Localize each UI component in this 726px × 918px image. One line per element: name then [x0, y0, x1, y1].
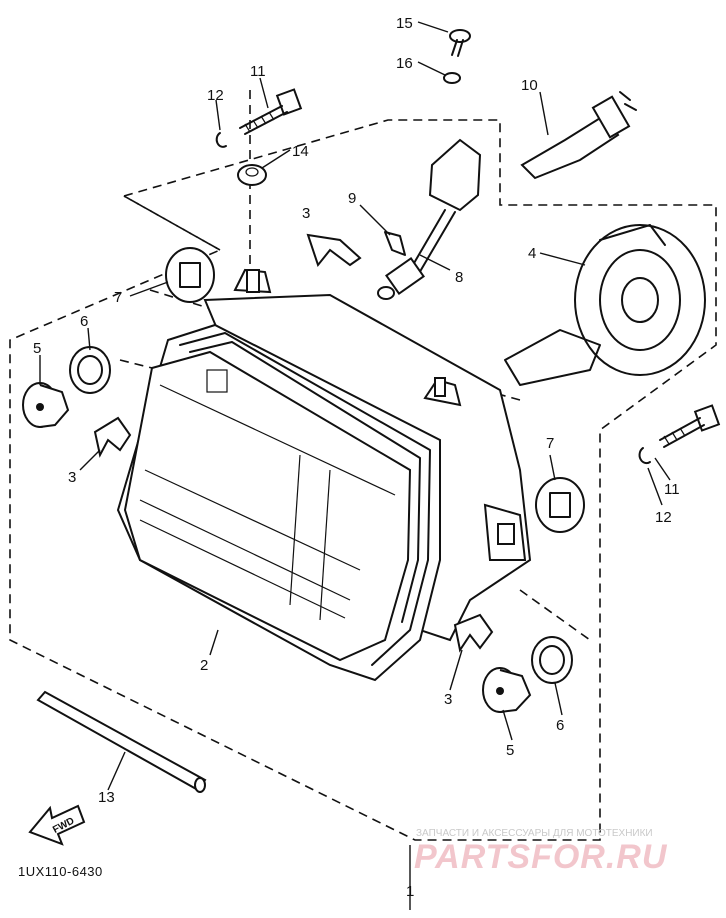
- grommet-part-14: [237, 164, 267, 186]
- callout-3-top: 3: [302, 205, 310, 222]
- nut-part-3-bottom: [453, 613, 494, 653]
- leader-lines: [39, 21, 671, 910]
- washer-part-12-top: [215, 132, 227, 148]
- rubber-part-6-bottom: [531, 636, 573, 684]
- damper-part-5-bottom: [482, 667, 532, 713]
- damper-part-7-top: [165, 247, 215, 303]
- callout-7-right: 7: [546, 435, 554, 452]
- bulb-part-10: [520, 91, 637, 180]
- callout-6-left: 6: [80, 313, 88, 330]
- callout-13: 13: [98, 789, 115, 806]
- callout-14: 14: [292, 143, 309, 160]
- nut-part-3-top: [306, 233, 362, 268]
- nut-part-3-left: [93, 416, 132, 458]
- rubber-part-6-left: [69, 346, 111, 394]
- callout-10: 10: [521, 77, 538, 94]
- watermark-logo: PARTSFOR.RU: [414, 838, 668, 876]
- washer-part-16: [443, 72, 461, 84]
- bolt-part-11-top: [239, 88, 303, 135]
- watermark-tagline: ЗАПЧАСТИ И АКСЕССУАРЫ ДЛЯ МОТОТЕХНИКИ: [416, 828, 653, 839]
- callout-3-bottom: 3: [444, 691, 452, 708]
- callout-6-bottom: 6: [556, 717, 564, 734]
- callout-3-left: 3: [68, 469, 76, 486]
- callout-5-bottom: 5: [506, 742, 514, 759]
- callout-7-left: 7: [114, 289, 122, 306]
- callout-labels: 15 16 10 11 12 14 9 3 4 8 7 6 5 3 7 11 1…: [33, 15, 680, 806]
- callout-12-top: 12: [207, 87, 224, 104]
- bolt-part-11-right: [659, 404, 721, 448]
- damper-part-5-left: [22, 382, 70, 428]
- callout-15: 15: [396, 15, 413, 32]
- tube-part-13: [36, 690, 207, 793]
- callout-12-right: 12: [655, 509, 672, 526]
- fwd-arrow-icon: FWD: [28, 804, 86, 846]
- screw-part-15: [449, 29, 471, 57]
- callout-8: 8: [455, 269, 463, 286]
- callout-11-right: 11: [664, 481, 680, 498]
- headlight-unit-part-2: [116, 268, 532, 682]
- lead-wire-part-8: [377, 138, 482, 300]
- clip-part-9: [384, 231, 406, 256]
- washer-part-12-right: [638, 447, 651, 465]
- callout-2: 2: [200, 657, 208, 674]
- callout-4: 4: [528, 245, 536, 262]
- watermark: ЗАПЧАСТИ И АКСЕССУАРЫ ДЛЯ МОТОТЕХНИКИ PA…: [414, 828, 668, 876]
- damper-part-7-right: [535, 477, 585, 533]
- diagram-code: 1UX110-6430: [18, 864, 103, 879]
- callout-16: 16: [396, 55, 413, 72]
- callout-11-top: 11: [250, 63, 266, 80]
- socket-cover-part-4: [504, 224, 706, 386]
- callout-5-left: 5: [33, 340, 41, 357]
- callout-1: 1: [406, 883, 414, 900]
- callout-9: 9: [348, 190, 356, 207]
